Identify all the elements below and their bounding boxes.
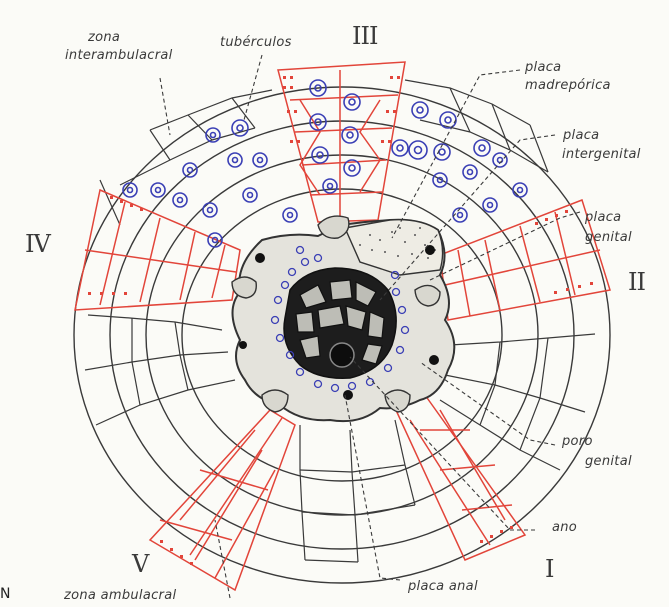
label-zona-interambulacral-1: zona bbox=[88, 30, 120, 45]
label-placa-intergenital-2: intergenital bbox=[562, 147, 641, 162]
label-placa-madreporica-2: madrepórica bbox=[525, 78, 611, 93]
numeral-III: III bbox=[352, 22, 377, 50]
numeral-IV: IV bbox=[25, 230, 50, 258]
apical-disc bbox=[232, 216, 454, 421]
tubercle bbox=[173, 193, 187, 207]
numeral-I: I bbox=[545, 555, 553, 583]
numeral-V: V bbox=[132, 550, 148, 578]
tubercle bbox=[474, 140, 490, 156]
ambulacral-zone-I bbox=[395, 395, 525, 560]
label-zona-interambulacral-2: interambulacral bbox=[65, 48, 173, 63]
numeral-II: II bbox=[628, 268, 645, 296]
tubercle bbox=[253, 153, 267, 167]
label-placa-madreporica-1: placa bbox=[525, 60, 561, 75]
anus bbox=[330, 343, 354, 367]
tubercle bbox=[440, 112, 456, 128]
label-placa-genital-1: placa bbox=[585, 210, 621, 225]
tubercle bbox=[483, 198, 497, 212]
tubercle bbox=[392, 140, 408, 156]
tubercle bbox=[243, 188, 257, 202]
tubercle bbox=[323, 179, 337, 193]
tubercle bbox=[513, 183, 527, 197]
label-placa-genital-2: genital bbox=[585, 230, 632, 245]
tubercle bbox=[203, 203, 217, 217]
tubercle bbox=[283, 208, 297, 222]
corner-mark: N bbox=[0, 586, 10, 602]
label-placa-intergenital-1: placa bbox=[563, 128, 599, 143]
tubercle bbox=[409, 141, 427, 159]
tubercle bbox=[412, 102, 428, 118]
leader-zona-interambulacral bbox=[160, 78, 170, 135]
tubercle bbox=[493, 153, 507, 167]
label-zona-ambulacral: zona ambulacral bbox=[64, 588, 176, 603]
tubercle bbox=[232, 120, 248, 136]
tubercle bbox=[151, 183, 165, 197]
label-ano: ano bbox=[552, 520, 577, 535]
label-poro-genital-1: poro bbox=[562, 434, 593, 449]
ambulacral-zone-IV bbox=[75, 190, 240, 310]
ambulacral-zone-V bbox=[150, 410, 295, 590]
label-placa-anal: placa anal bbox=[408, 579, 478, 594]
label-poro-genital-2: genital bbox=[585, 454, 632, 469]
leader-tuberculos bbox=[244, 55, 262, 120]
tubercle bbox=[433, 173, 447, 187]
tubercle bbox=[463, 165, 477, 179]
tubercle bbox=[228, 153, 242, 167]
label-tuberculos: tubérculos bbox=[220, 35, 292, 50]
